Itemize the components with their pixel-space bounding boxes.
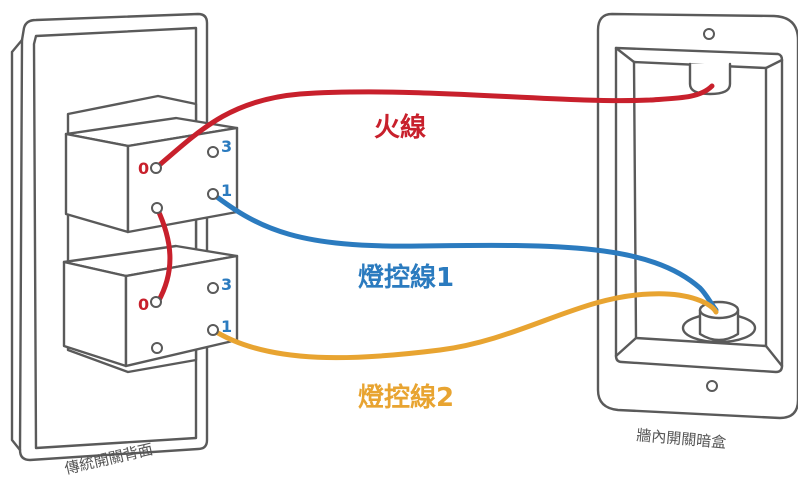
hot-wire-label: 火線: [374, 112, 426, 143]
upper-conduit: [688, 62, 732, 96]
lower-terminals: [150, 282, 219, 354]
wires: [153, 83, 719, 361]
switch-plate-side: [10, 38, 24, 452]
lower-terminal-0-label: 0: [138, 295, 149, 314]
bottom-mounting-hole: [706, 380, 718, 392]
wall-box-caption: 牆內開關暗盒: [636, 426, 727, 452]
lower-terminal-3-label: 3: [221, 275, 232, 294]
lower-terminal-bottom: [151, 342, 163, 354]
lower-switch-module: [62, 244, 239, 368]
upper-terminal-0-label: 0: [138, 159, 149, 178]
upper-module-front: [64, 132, 130, 234]
lower-conduit: [681, 300, 757, 344]
lower-terminal-1: [207, 324, 219, 336]
hot-wire: [153, 83, 715, 171]
upper-terminal-1: [207, 188, 219, 200]
lower-terminal-1-label: 1: [221, 317, 232, 336]
load1-wire: [210, 191, 719, 313]
top-mounting-hole: [703, 28, 715, 40]
lower-terminal-0: [150, 296, 162, 308]
switch-back: [10, 12, 239, 462]
upper-switch-module: [64, 116, 239, 234]
wall-box-corner-lines: [614, 46, 784, 368]
wall-box-inner: [614, 46, 784, 374]
jumper-wire: [154, 205, 173, 305]
upper-terminal-0: [150, 162, 162, 174]
load2-wire-label: 燈控線2: [358, 382, 454, 413]
wall-box: [596, 12, 798, 420]
wall-box-outer: [596, 12, 798, 420]
upper-terminals: [150, 146, 219, 214]
upper-terminal-3-label: 3: [221, 137, 232, 156]
load1-wire-label: 燈控線1: [358, 262, 454, 293]
upper-terminal-1-label: 1: [221, 181, 232, 200]
upper-terminal-3: [207, 146, 219, 158]
upper-terminal-bottom: [151, 202, 163, 214]
lower-terminal-3: [207, 282, 219, 294]
load2-wire: [210, 291, 719, 361]
